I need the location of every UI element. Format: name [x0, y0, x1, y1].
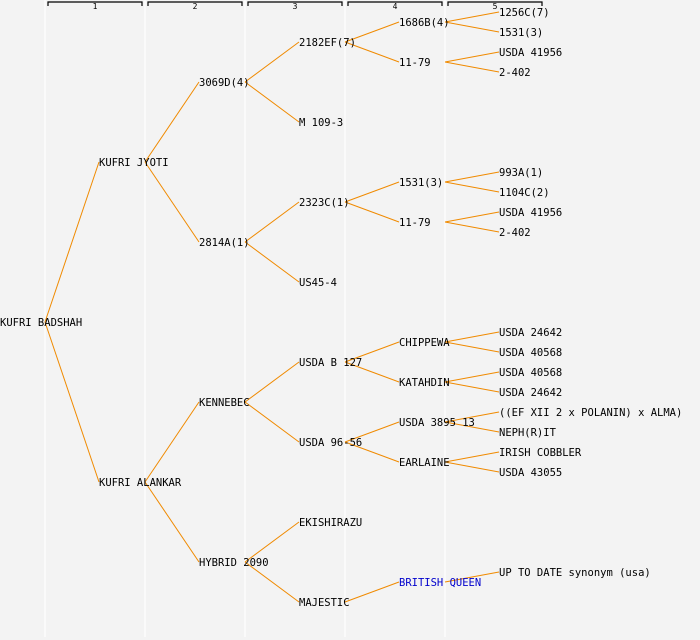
- pedigree-node: 11-79: [399, 57, 431, 69]
- tree-edge: [444, 381, 500, 393]
- tree-edge: [444, 11, 500, 23]
- pedigree-node: M 109-3: [299, 117, 343, 129]
- column-separators: [44, 0, 446, 637]
- tree-edge: [444, 171, 500, 183]
- tree-edges: [44, 11, 500, 603]
- tree-edge: [444, 211, 500, 223]
- pedigree-node: ((EF XII 2 x POLANIN) x ALMA): [499, 407, 682, 419]
- pedigree-node: HYBRID 2090: [199, 557, 269, 569]
- pedigree-node: UP TO DATE synonym (usa): [499, 567, 651, 579]
- pedigree-node: US45-4: [299, 277, 337, 289]
- pedigree-node: 2323C(1): [299, 197, 350, 209]
- tree-edge: [444, 411, 500, 423]
- pedigree-node: USDA B 127: [299, 357, 362, 369]
- pedigree-node: USDA 24642: [499, 387, 562, 399]
- tree-edge: [44, 321, 100, 483]
- pedigree-node: IRISH COBBLER: [499, 447, 582, 459]
- column-ruler: [247, 1, 343, 6]
- tree-edge: [344, 41, 400, 63]
- column-ruler: [47, 1, 143, 6]
- pedigree-node: 2-402: [499, 227, 531, 239]
- tree-edge: [244, 41, 300, 83]
- tree-edge: [344, 441, 400, 463]
- pedigree-node: USDA 43055: [499, 467, 562, 479]
- tree-edge: [344, 421, 400, 443]
- tree-edge: [444, 61, 500, 73]
- pedigree-node: 1531(3): [499, 27, 543, 39]
- pedigree-node: USDA 40568: [499, 347, 562, 359]
- tree-edge: [144, 401, 200, 483]
- pedigree-node: KUFRI ALANKAR: [99, 477, 182, 489]
- tree-edge: [144, 81, 200, 163]
- pedigree-node: NEPH(R)IT: [499, 427, 557, 439]
- tree-edge: [44, 161, 100, 323]
- tree-edge: [344, 181, 400, 203]
- pedigree-node: 1104C(2): [499, 187, 550, 199]
- pedigree-node: 2-402: [499, 67, 531, 79]
- pedigree-node: CHIPPEWA: [399, 337, 450, 349]
- tree-edge: [444, 371, 500, 383]
- column-header: 5: [493, 2, 498, 11]
- tree-edge: [344, 341, 400, 363]
- tree-edge: [244, 81, 300, 123]
- tree-edge: [444, 331, 500, 343]
- pedigree-node: 2814A(1): [199, 237, 250, 249]
- tree-edge: [244, 401, 300, 443]
- tree-edge: [444, 451, 500, 463]
- pedigree-node: USDA 40568: [499, 367, 562, 379]
- tree-edge: [444, 421, 500, 433]
- pedigree-node: KUFRI BADSHAH: [0, 317, 82, 329]
- tree-edge: [144, 161, 200, 243]
- tree-edge: [444, 51, 500, 63]
- column-ruler: [347, 1, 443, 6]
- pedigree-node: KATAHDIN: [399, 377, 450, 389]
- tree-edge: [244, 521, 300, 563]
- pedigree-node: 1256C(7): [499, 7, 550, 19]
- tree-edge: [444, 461, 500, 473]
- tree-edge: [444, 21, 500, 33]
- tree-edge: [244, 361, 300, 403]
- tree-edge: [244, 561, 300, 603]
- pedigree-node: EKISHIRAZU: [299, 517, 362, 529]
- pedigree-node: 3069D(4): [199, 77, 250, 89]
- tree-edge: [244, 241, 300, 283]
- pedigree-node: USDA 24642: [499, 327, 562, 339]
- tree-edge: [444, 221, 500, 233]
- tree-edge: [444, 341, 500, 353]
- pedigree-node: MAJESTIC: [299, 597, 350, 609]
- column-header: 1: [93, 2, 98, 11]
- column-header: 4: [393, 2, 398, 11]
- column-ruler: [447, 1, 543, 6]
- pedigree-node: 1531(3): [399, 177, 443, 189]
- tree-edge: [444, 181, 500, 193]
- column-ruler: [147, 1, 243, 6]
- pedigree-node: KENNEBEC: [199, 397, 250, 409]
- pedigree-node: USDA 41956: [499, 207, 562, 219]
- column-header: 2: [193, 2, 198, 11]
- pedigree-node: USDA 41956: [499, 47, 562, 59]
- tree-labels: KUFRI BADSHAH KUFRI JYOTI 3069D(4) 2182EF(7…: [0, 7, 682, 609]
- tree-edge: [344, 201, 400, 223]
- tree-edge: [344, 361, 400, 383]
- pedigree-node: EARLAINE: [399, 457, 450, 469]
- column-rulers: 1 2 3 4 5: [47, 1, 543, 11]
- pedigree-node: USDA 96-56: [299, 437, 362, 449]
- pedigree-node: KUFRI JYOTI: [99, 157, 169, 169]
- pedigree-node: USDA 3895 13: [399, 417, 475, 429]
- pedigree-node: 11-79: [399, 217, 431, 229]
- tree-edge: [344, 581, 400, 603]
- column-header: 3: [293, 2, 298, 11]
- tree-edge: [144, 481, 200, 563]
- pedigree-node: 993A(1): [499, 167, 543, 179]
- tree-edge: [444, 571, 500, 583]
- pedigree-node: 1686B(4): [399, 17, 450, 29]
- tree-edge: [244, 201, 300, 243]
- pedigree-node: 2182EF(7): [299, 37, 356, 49]
- tree-edge: [344, 21, 400, 43]
- pedigree-link[interactable]: BRITISH QUEEN: [399, 577, 481, 589]
